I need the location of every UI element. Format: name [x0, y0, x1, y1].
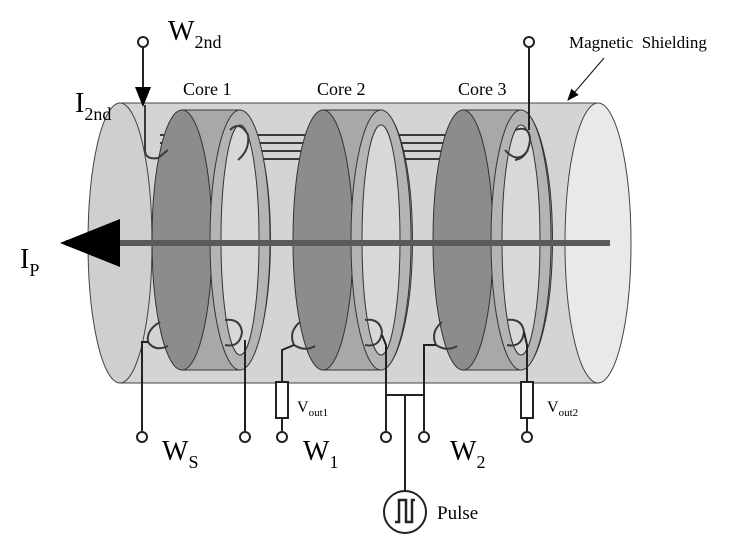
label-i2nd: I2nd — [75, 88, 111, 124]
label-pulse: Pulse — [437, 503, 478, 524]
label-w2nd: W2nd — [168, 16, 221, 52]
label-w1: W1 — [303, 436, 338, 472]
label-core-2: Core 2 — [317, 79, 366, 99]
label-vout2: Vout2 — [547, 399, 578, 419]
terminal-pulse-left — [380, 431, 392, 443]
resistor-vout2 — [520, 381, 534, 419]
terminal-pulse-right — [418, 431, 430, 443]
label-vout1: Vout1 — [297, 399, 328, 419]
terminal-wires — [135, 47, 530, 490]
label-ip: IP — [20, 244, 39, 280]
terminal-w2nd-left — [137, 36, 149, 48]
terminal-circles — [136, 36, 535, 443]
label-magnetic-shielding: Magnetic Shielding — [569, 33, 707, 52]
shielding-pointer — [567, 57, 605, 101]
label-w2: W2 — [450, 436, 485, 472]
label-core-3: Core 3 — [458, 79, 507, 99]
resistor-vout1 — [275, 381, 289, 419]
terminal-w2nd-right — [523, 36, 535, 48]
pulse-source — [383, 490, 427, 534]
label-core-1: Core 1 — [183, 79, 232, 99]
terminal-ws-right — [239, 431, 251, 443]
terminal-ws-left — [136, 431, 148, 443]
label-ws: WS — [162, 436, 198, 472]
terminal-w1 — [276, 431, 288, 443]
terminal-w2 — [521, 431, 533, 443]
